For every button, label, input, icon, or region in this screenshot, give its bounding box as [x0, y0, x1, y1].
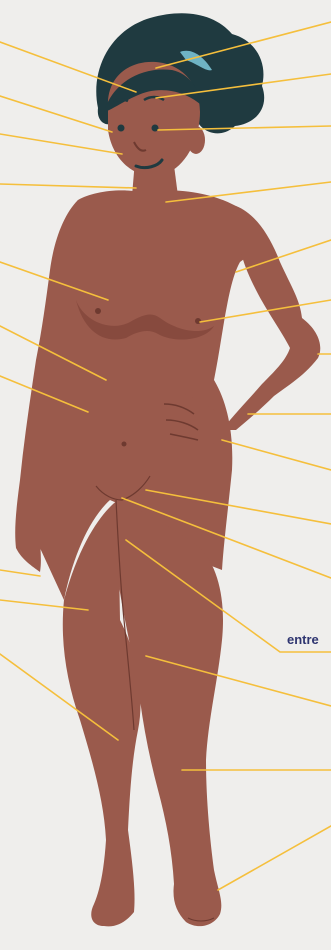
label-fragment-entre: entre — [287, 633, 319, 646]
